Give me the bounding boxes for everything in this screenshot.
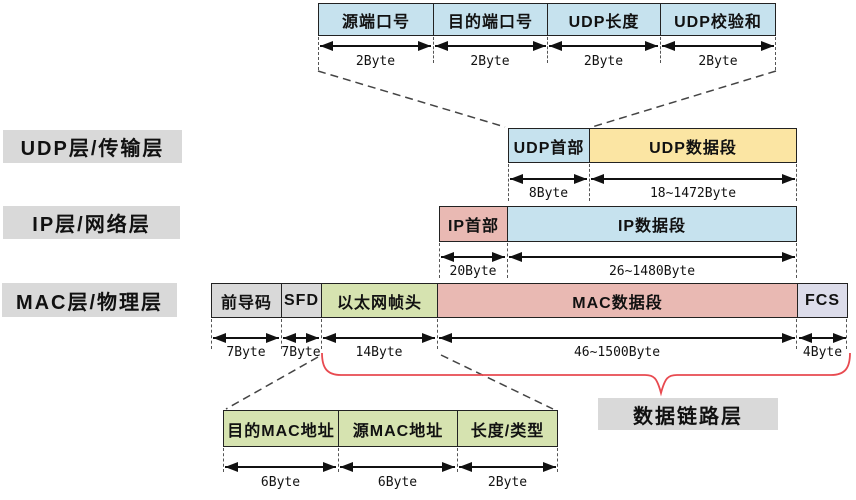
- eth-src-mac-cell: 源MAC地址: [338, 410, 458, 447]
- udp-layer-label: UDP层/传输层: [3, 130, 182, 163]
- ip-data-size-text: 26~1480Byte: [608, 264, 696, 279]
- src-port-size-arrow: [320, 41, 431, 51]
- ip-header-size-arrow: [441, 252, 505, 262]
- udp-data-segment: UDP数据段: [589, 128, 797, 163]
- ip-header-label: IP首部: [447, 218, 500, 235]
- mac-row-tick: [437, 319, 438, 349]
- mac-ethernet-header-label: 以太网帧头: [336, 294, 422, 312]
- ip-row-tick: [507, 243, 508, 278]
- udp-length-size-arrow: [549, 41, 658, 51]
- ip-data-segment: IP数据段: [507, 206, 797, 242]
- mac-row-tick: [796, 319, 797, 349]
- udp-row-tick: [589, 164, 590, 201]
- mac-fcs-segment: FCS: [797, 283, 848, 318]
- mac-ethernet-header-segment: 以太网帧头: [321, 283, 438, 318]
- udp-length-size-text: 2Byte: [583, 54, 624, 69]
- ethernet-header-size-arrow: [323, 333, 435, 343]
- udp-field-dst-port-label: 目的端口号: [447, 13, 533, 31]
- ip-row-tick: [796, 243, 797, 278]
- ip-layer-label: IP层/网络层: [3, 206, 180, 239]
- mac-row-tick: [846, 319, 847, 349]
- eth-src-mac-label: 源MAC地址: [352, 422, 444, 440]
- udp-data-size-arrow: [591, 174, 795, 184]
- src-port-size-text: 2Byte: [355, 54, 396, 69]
- sfd-size-text: 7Byte: [281, 345, 321, 360]
- bottom-table-tick: [457, 448, 458, 472]
- udp-header-label: UDP首部: [513, 139, 585, 157]
- eth-expand-left-dash: [225, 356, 319, 410]
- udp-field-checksum: UDP校验和: [660, 3, 776, 36]
- preamble-size-text: 7Byte: [226, 345, 266, 360]
- udp-field-dst-port: 目的端口号: [433, 3, 548, 36]
- ethernet-header-size-text: 14Byte: [355, 345, 403, 360]
- mac-preamble-label: 前导码: [220, 294, 272, 312]
- preamble-size-arrow: [213, 333, 279, 343]
- mac-row-tick: [281, 319, 282, 349]
- mac-sfd-segment: SFD: [281, 283, 322, 318]
- udp-row-tick: [796, 164, 797, 201]
- udp-field-src-port: 源端口号: [318, 3, 434, 36]
- top-table-tick: [547, 37, 548, 63]
- eth-type-label: 长度/类型: [470, 422, 545, 440]
- eth-dst-mac-cell: 目的MAC地址: [223, 410, 339, 447]
- ip-header-segment: IP首部: [439, 206, 508, 242]
- udp-data-label: UDP数据段: [649, 139, 737, 157]
- dst-port-size-arrow: [435, 41, 546, 51]
- eth-type-size-text: 2Byte: [487, 475, 528, 490]
- mac-sfd-label: SFD: [284, 291, 319, 309]
- eth-dst-mac-label: 目的MAC地址: [227, 422, 335, 440]
- dst-port-size-text: 2Byte: [470, 54, 510, 69]
- udp-header-size-text: 8Byte: [528, 186, 569, 201]
- udp-row-tick: [508, 164, 509, 201]
- udp-field-length: UDP长度: [547, 3, 661, 36]
- dst-mac-size-arrow: [225, 462, 336, 472]
- udp-field-length-label: UDP长度: [568, 13, 640, 31]
- udp-header-segment: UDP首部: [508, 128, 590, 163]
- mac-layer-label: MAC层/物理层: [2, 283, 177, 317]
- udp-checksum-size-text: 2Byte: [698, 54, 738, 69]
- udp-layer-label-text: UDP层/传输层: [20, 138, 165, 160]
- fcs-size-text: 4Byte: [802, 345, 843, 360]
- datalink-layer-label-text: 数据链路层: [633, 405, 743, 428]
- udp-field-src-port-label: 源端口号: [341, 13, 410, 31]
- ip-header-size-text: 20Byte: [449, 264, 497, 279]
- mac-layer-label-text: MAC层/物理层: [15, 291, 164, 314]
- eth-expand-right-dash: [440, 354, 554, 410]
- udp-expand-right-dash: [591, 70, 777, 128]
- mac-row-tick: [211, 319, 212, 349]
- udp-checksum-size-arrow: [662, 41, 774, 51]
- mac-data-size-text: 46~1500Byte: [573, 345, 661, 360]
- top-table-tick: [318, 37, 319, 70]
- top-table-tick: [660, 37, 661, 63]
- top-table-tick: [775, 37, 776, 70]
- udp-expand-left-dash: [317, 70, 506, 128]
- eth-type-cell: 长度/类型: [457, 410, 558, 447]
- sfd-size-arrow: [283, 333, 319, 343]
- mac-data-size-arrow: [439, 333, 795, 343]
- src-mac-size-arrow: [340, 462, 455, 472]
- bottom-table-tick: [338, 448, 339, 472]
- top-table-tick: [433, 37, 434, 63]
- ip-row-tick: [439, 243, 440, 278]
- mac-fcs-label: FCS: [805, 291, 840, 309]
- mac-row-tick: [321, 319, 322, 349]
- ip-layer-label-text: IP层/网络层: [32, 214, 151, 236]
- udp-data-size-text: 18~1472Byte: [649, 186, 737, 201]
- bottom-table-tick: [223, 448, 224, 472]
- ip-data-label: IP数据段: [617, 218, 687, 235]
- dst-mac-size-text: 6Byte: [260, 475, 301, 490]
- udp-field-checksum-label: UDP校验和: [674, 13, 762, 31]
- bottom-table-tick: [557, 448, 558, 472]
- udp-header-size-arrow: [510, 174, 587, 184]
- fcs-size-arrow: [799, 333, 846, 343]
- ip-data-size-arrow: [509, 252, 795, 262]
- datalink-layer-label: 数据链路层: [598, 398, 778, 430]
- mac-data-segment: MAC数据段: [437, 283, 798, 318]
- eth-type-size-arrow: [459, 462, 556, 472]
- mac-preamble-segment: 前导码: [211, 283, 282, 318]
- src-mac-size-text: 6Byte: [377, 475, 418, 490]
- mac-data-label: MAC数据段: [572, 294, 663, 312]
